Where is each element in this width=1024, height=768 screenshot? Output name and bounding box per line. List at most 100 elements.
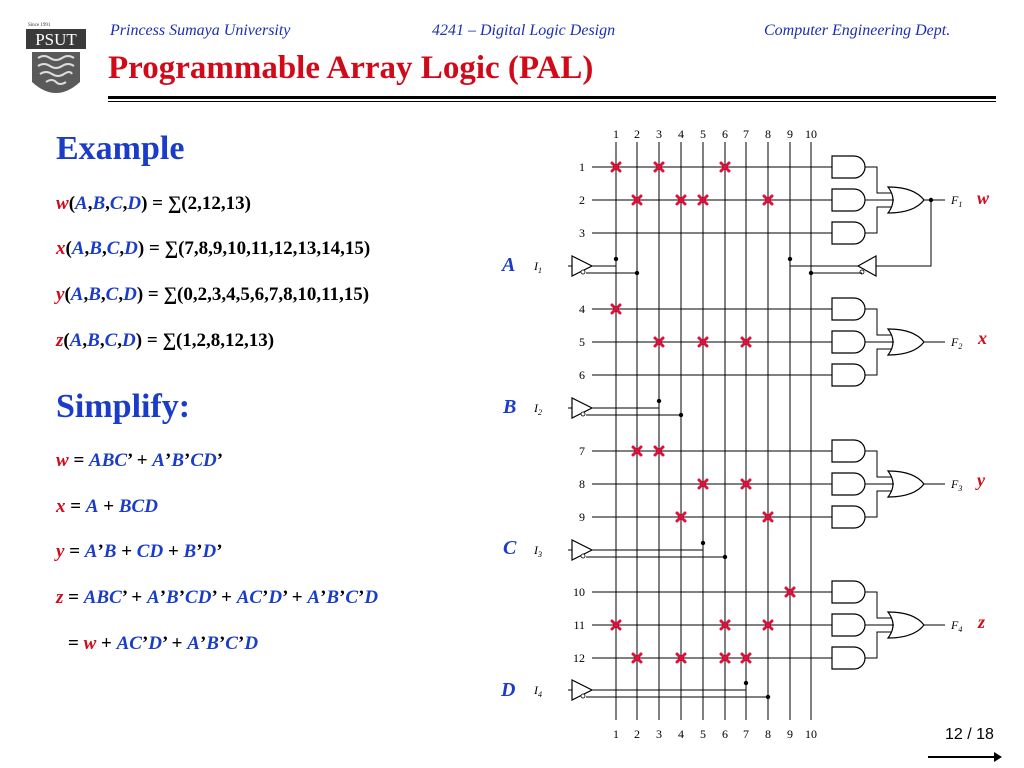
fuse-mark	[675, 194, 687, 206]
fuse-mark	[631, 445, 643, 457]
minterms-x: ∑(7,8,9,10,11,12,13,14,15)	[164, 238, 371, 259]
fuse-mark	[740, 478, 752, 490]
output-x: x	[978, 328, 987, 348]
and-or-wire	[865, 591, 892, 619]
next-arrow-icon[interactable]	[928, 752, 1002, 762]
fuse-mark	[762, 511, 774, 523]
simplify-heading: Simplify:	[56, 388, 191, 425]
and-or-wire	[865, 166, 892, 194]
equation-y: y(A,B,C,D) = ∑(0,2,3,4,5,6,7,8,10,11,15)	[56, 284, 370, 305]
column-number-bottom: 5	[700, 727, 706, 741]
fuse-mark	[631, 194, 643, 206]
output-w: w	[977, 188, 990, 208]
and-or-wire	[865, 490, 892, 518]
output-label: F1	[950, 193, 962, 209]
junction-dot	[613, 256, 619, 262]
and-gate	[831, 580, 866, 604]
junction-dot	[787, 256, 793, 262]
header-university: Princess Sumaya University	[110, 22, 291, 39]
input-label: I4	[533, 683, 542, 699]
row-number: 8	[579, 477, 585, 491]
inverter-bubble	[580, 269, 586, 275]
column-number-bottom: 9	[787, 727, 793, 741]
and-gate	[831, 646, 866, 670]
column-number-top: 5	[700, 127, 706, 141]
output-label: F2	[950, 335, 962, 351]
fuse-mark	[719, 161, 731, 173]
pin-b: B	[503, 396, 517, 418]
junction-dot	[743, 680, 749, 686]
and-gate	[831, 297, 866, 321]
row-number: 11	[573, 618, 585, 632]
fuse-mark	[631, 652, 643, 664]
inverter-bubble	[580, 553, 586, 559]
junction-dot	[678, 412, 684, 418]
and-gate	[831, 155, 866, 179]
row-number: 2	[579, 193, 585, 207]
column-number-top: 4	[678, 127, 684, 141]
feedback-wire	[876, 200, 932, 267]
feedback-buffer	[856, 254, 877, 278]
output-label: F4	[950, 618, 962, 634]
fuse-mark	[740, 336, 752, 348]
fuse-mark	[784, 586, 796, 598]
column-number-bottom: 10	[805, 727, 817, 741]
column-number-top: 1	[613, 127, 619, 141]
page-total: 18	[976, 726, 994, 743]
input-label: I2	[533, 401, 542, 417]
and-gate	[831, 363, 866, 387]
and-or-wire	[865, 308, 892, 336]
row-number: 9	[579, 510, 585, 524]
feedback-wire	[789, 259, 858, 267]
column-number-top: 2	[634, 127, 640, 141]
and-or-wire	[865, 450, 892, 478]
logo-name: PSUT	[35, 30, 77, 49]
column-number-bottom: 6	[722, 727, 728, 741]
header-course: 4241 – Digital Logic Design	[432, 22, 616, 39]
header-department: Computer Engineering Dept.	[764, 22, 951, 39]
simplified-w: w = ABC’ + A’B’CD’	[56, 450, 224, 471]
column-number-bottom: 7	[743, 727, 749, 741]
equation-w: w(A,B,C,D) = ∑(2,12,13)	[56, 193, 251, 214]
junction-dot	[722, 554, 728, 560]
column-number-bottom: 4	[678, 727, 684, 741]
row-number: 10	[573, 585, 585, 599]
fuse-mark	[719, 652, 731, 664]
fuse-mark	[697, 478, 709, 490]
row-number: 6	[579, 368, 585, 382]
fuse-mark	[675, 652, 687, 664]
psut-logo: Since 1991 PSUT	[26, 23, 86, 93]
equation-x: x(A,B,C,D) = ∑(7,8,9,10,11,12,13,14,15)	[56, 238, 371, 259]
simplified-x: x = A + BCD	[56, 496, 158, 517]
fuse-mark	[719, 619, 731, 631]
input-label: I1	[533, 259, 542, 275]
junction-dot	[808, 270, 814, 276]
and-gate	[831, 330, 866, 354]
minterms-w: ∑(2,12,13)	[167, 193, 251, 214]
true-wire	[592, 683, 747, 691]
fuse-mark	[697, 194, 709, 206]
fuse-mark	[653, 161, 665, 173]
column-number-bottom: 1	[613, 727, 619, 741]
true-wire	[592, 401, 660, 409]
row-number: 7	[579, 444, 585, 458]
column-number-top: 8	[765, 127, 771, 141]
fuse-mark	[740, 652, 752, 664]
pin-c: C	[503, 537, 517, 559]
column-number-top: 3	[656, 127, 662, 141]
fuse-mark	[610, 161, 622, 173]
column-number-top: 7	[743, 127, 749, 141]
and-or-wire	[865, 631, 892, 659]
equation-z: z(A,B,C,D) = ∑(1,2,8,12,13)	[56, 330, 275, 351]
junction-dot	[656, 398, 662, 404]
pin-a: A	[502, 254, 516, 276]
output-label: F3	[950, 477, 962, 493]
row-number: 3	[579, 226, 585, 240]
column-number-top: 6	[722, 127, 728, 141]
row-number: 5	[579, 335, 585, 349]
and-gate	[831, 188, 866, 212]
fuse-mark	[653, 445, 665, 457]
column-number-bottom: 8	[765, 727, 771, 741]
junction-dot	[765, 694, 771, 700]
